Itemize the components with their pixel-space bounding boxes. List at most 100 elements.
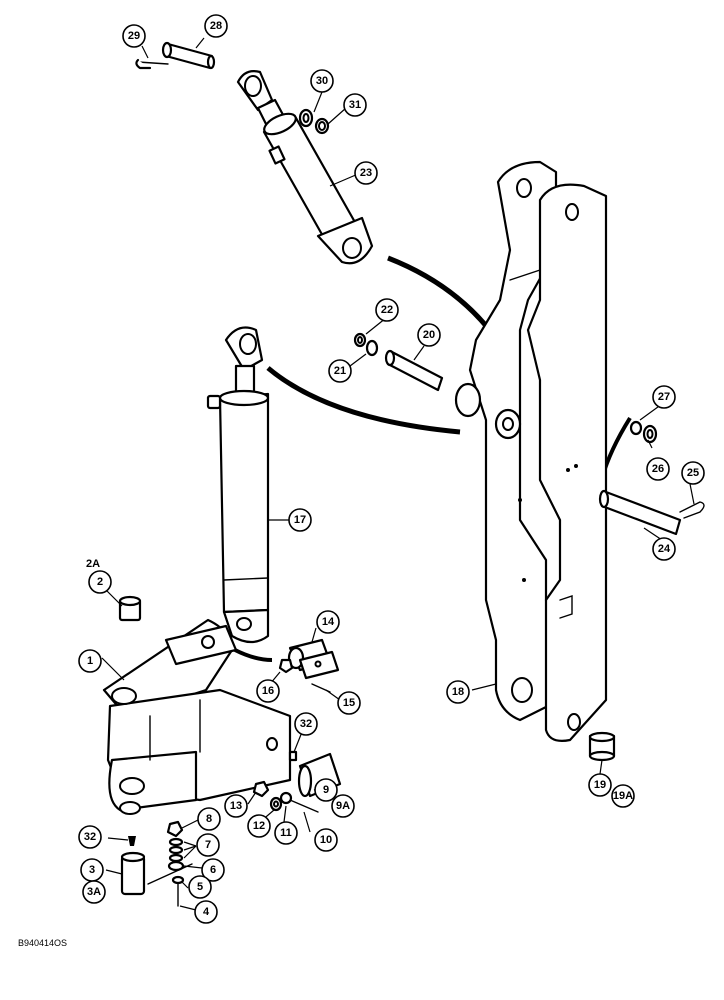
pin-14 bbox=[287, 638, 340, 680]
callout-24: 24 bbox=[652, 537, 676, 561]
washer-6 bbox=[147, 860, 193, 885]
callout-20: 20 bbox=[417, 323, 441, 347]
pin-3 bbox=[120, 851, 146, 896]
callout-23: 23 bbox=[354, 161, 378, 185]
cylinder-17 bbox=[206, 326, 270, 644]
pin-24 bbox=[598, 489, 682, 536]
callout-27-label: 27 bbox=[658, 391, 670, 403]
callout-15: 15 bbox=[337, 691, 361, 715]
callout-3a: 3A bbox=[82, 880, 106, 904]
washer-26 bbox=[642, 424, 658, 444]
callout-16-label: 16 bbox=[262, 685, 274, 697]
callout-20-label: 20 bbox=[423, 329, 435, 341]
callout-3a-label: 3A bbox=[87, 886, 101, 898]
callout-18-label: 18 bbox=[452, 686, 464, 698]
callout-17: 17 bbox=[288, 508, 312, 532]
boom-18 bbox=[454, 160, 608, 742]
snap-ring-31 bbox=[314, 117, 330, 135]
callout-24-label: 24 bbox=[658, 543, 671, 555]
callout-18: 18 bbox=[446, 680, 470, 704]
callout-7-label: 7 bbox=[205, 839, 211, 851]
callout-3: 3 bbox=[80, 858, 104, 882]
callout-9-label: 9 bbox=[323, 784, 329, 796]
callout-32-upper-label: 32 bbox=[300, 718, 312, 730]
callout-29-label: 29 bbox=[128, 30, 140, 42]
swing-tower-1 bbox=[102, 618, 292, 815]
callout-17-label: 17 bbox=[294, 514, 306, 526]
callout-31-label: 31 bbox=[349, 99, 361, 111]
callout-22-label: 22 bbox=[381, 304, 393, 316]
cotter-pin-29 bbox=[135, 58, 169, 70]
callout-10-label: 10 bbox=[320, 834, 332, 846]
callout-3-label: 3 bbox=[89, 864, 95, 876]
nut-13 bbox=[252, 780, 270, 798]
callout-23-label: 23 bbox=[360, 167, 372, 179]
callout-14-label: 14 bbox=[322, 616, 335, 628]
washer-12 bbox=[269, 796, 283, 812]
nut-8 bbox=[166, 820, 184, 838]
callout-30: 30 bbox=[310, 69, 334, 93]
callout-12-label: 12 bbox=[253, 820, 265, 832]
callout-2-label: 2 bbox=[97, 576, 103, 588]
callout-21: 21 bbox=[328, 359, 352, 383]
callout-7: 7 bbox=[196, 833, 220, 857]
callout-26-label: 26 bbox=[652, 463, 664, 475]
nut-16 bbox=[278, 658, 294, 674]
callout-10: 10 bbox=[314, 828, 338, 852]
callout-14: 14 bbox=[316, 610, 340, 634]
callout-25-label: 25 bbox=[687, 467, 699, 479]
callout-16: 16 bbox=[256, 679, 280, 703]
callout-9a: 9A bbox=[331, 794, 355, 818]
callout-2: 2 bbox=[88, 570, 112, 594]
pin-28 bbox=[161, 41, 216, 70]
pin-20 bbox=[384, 349, 444, 392]
callout-4-label: 4 bbox=[203, 906, 210, 918]
callout-13: 13 bbox=[224, 794, 248, 818]
callout-1: 1 bbox=[78, 649, 102, 673]
callout-4: 4 bbox=[194, 900, 218, 924]
callout-8: 8 bbox=[197, 807, 221, 831]
callout-32-lower-label: 32 bbox=[84, 831, 96, 843]
callout-30-label: 30 bbox=[316, 75, 328, 87]
figure-code: B940414OS bbox=[18, 938, 67, 948]
snap-ring-22 bbox=[353, 332, 367, 348]
callout-19-label: 19 bbox=[594, 779, 606, 791]
callout-11: 11 bbox=[274, 821, 298, 845]
callout-5-label: 5 bbox=[197, 881, 203, 893]
callout-19a: 19A bbox=[611, 784, 635, 808]
grease-fitting-32-b bbox=[128, 836, 136, 846]
callout-8-label: 8 bbox=[206, 813, 212, 825]
snap-ring-27 bbox=[629, 420, 643, 436]
bolt-10 bbox=[289, 799, 319, 813]
callout-13-label: 13 bbox=[230, 800, 242, 812]
callout-19: 19 bbox=[588, 773, 612, 797]
callout-27: 27 bbox=[652, 385, 676, 409]
callout-19a-label: 19A bbox=[613, 790, 633, 802]
callout-29: 29 bbox=[122, 24, 146, 48]
callout-9a-label: 9A bbox=[336, 800, 350, 812]
washer-21 bbox=[365, 339, 379, 357]
washer-30 bbox=[298, 108, 314, 128]
callout-2a: 2A bbox=[86, 558, 100, 570]
callout-26: 26 bbox=[646, 457, 670, 481]
cylinder-23 bbox=[236, 70, 374, 265]
callout-32-lower: 32 bbox=[78, 825, 102, 849]
callout-5: 5 bbox=[188, 875, 212, 899]
washer-11 bbox=[279, 791, 293, 805]
washers-7 bbox=[168, 837, 184, 863]
grease-fitting-32-a bbox=[288, 750, 298, 762]
bushing-19 bbox=[588, 731, 616, 762]
cotter-pin-25 bbox=[679, 501, 705, 519]
callout-25: 25 bbox=[681, 461, 705, 485]
callout-22: 22 bbox=[375, 298, 399, 322]
callout-15-label: 15 bbox=[343, 697, 355, 709]
callout-28: 28 bbox=[204, 14, 228, 38]
callout-1-label: 1 bbox=[87, 655, 93, 667]
callout-2a-label: 2A bbox=[86, 558, 100, 570]
callout-28-label: 28 bbox=[210, 20, 222, 32]
callout-11-label: 11 bbox=[280, 827, 292, 839]
callout-9: 9 bbox=[314, 778, 338, 802]
callout-6: 6 bbox=[201, 858, 225, 882]
callout-32-upper: 32 bbox=[294, 712, 318, 736]
